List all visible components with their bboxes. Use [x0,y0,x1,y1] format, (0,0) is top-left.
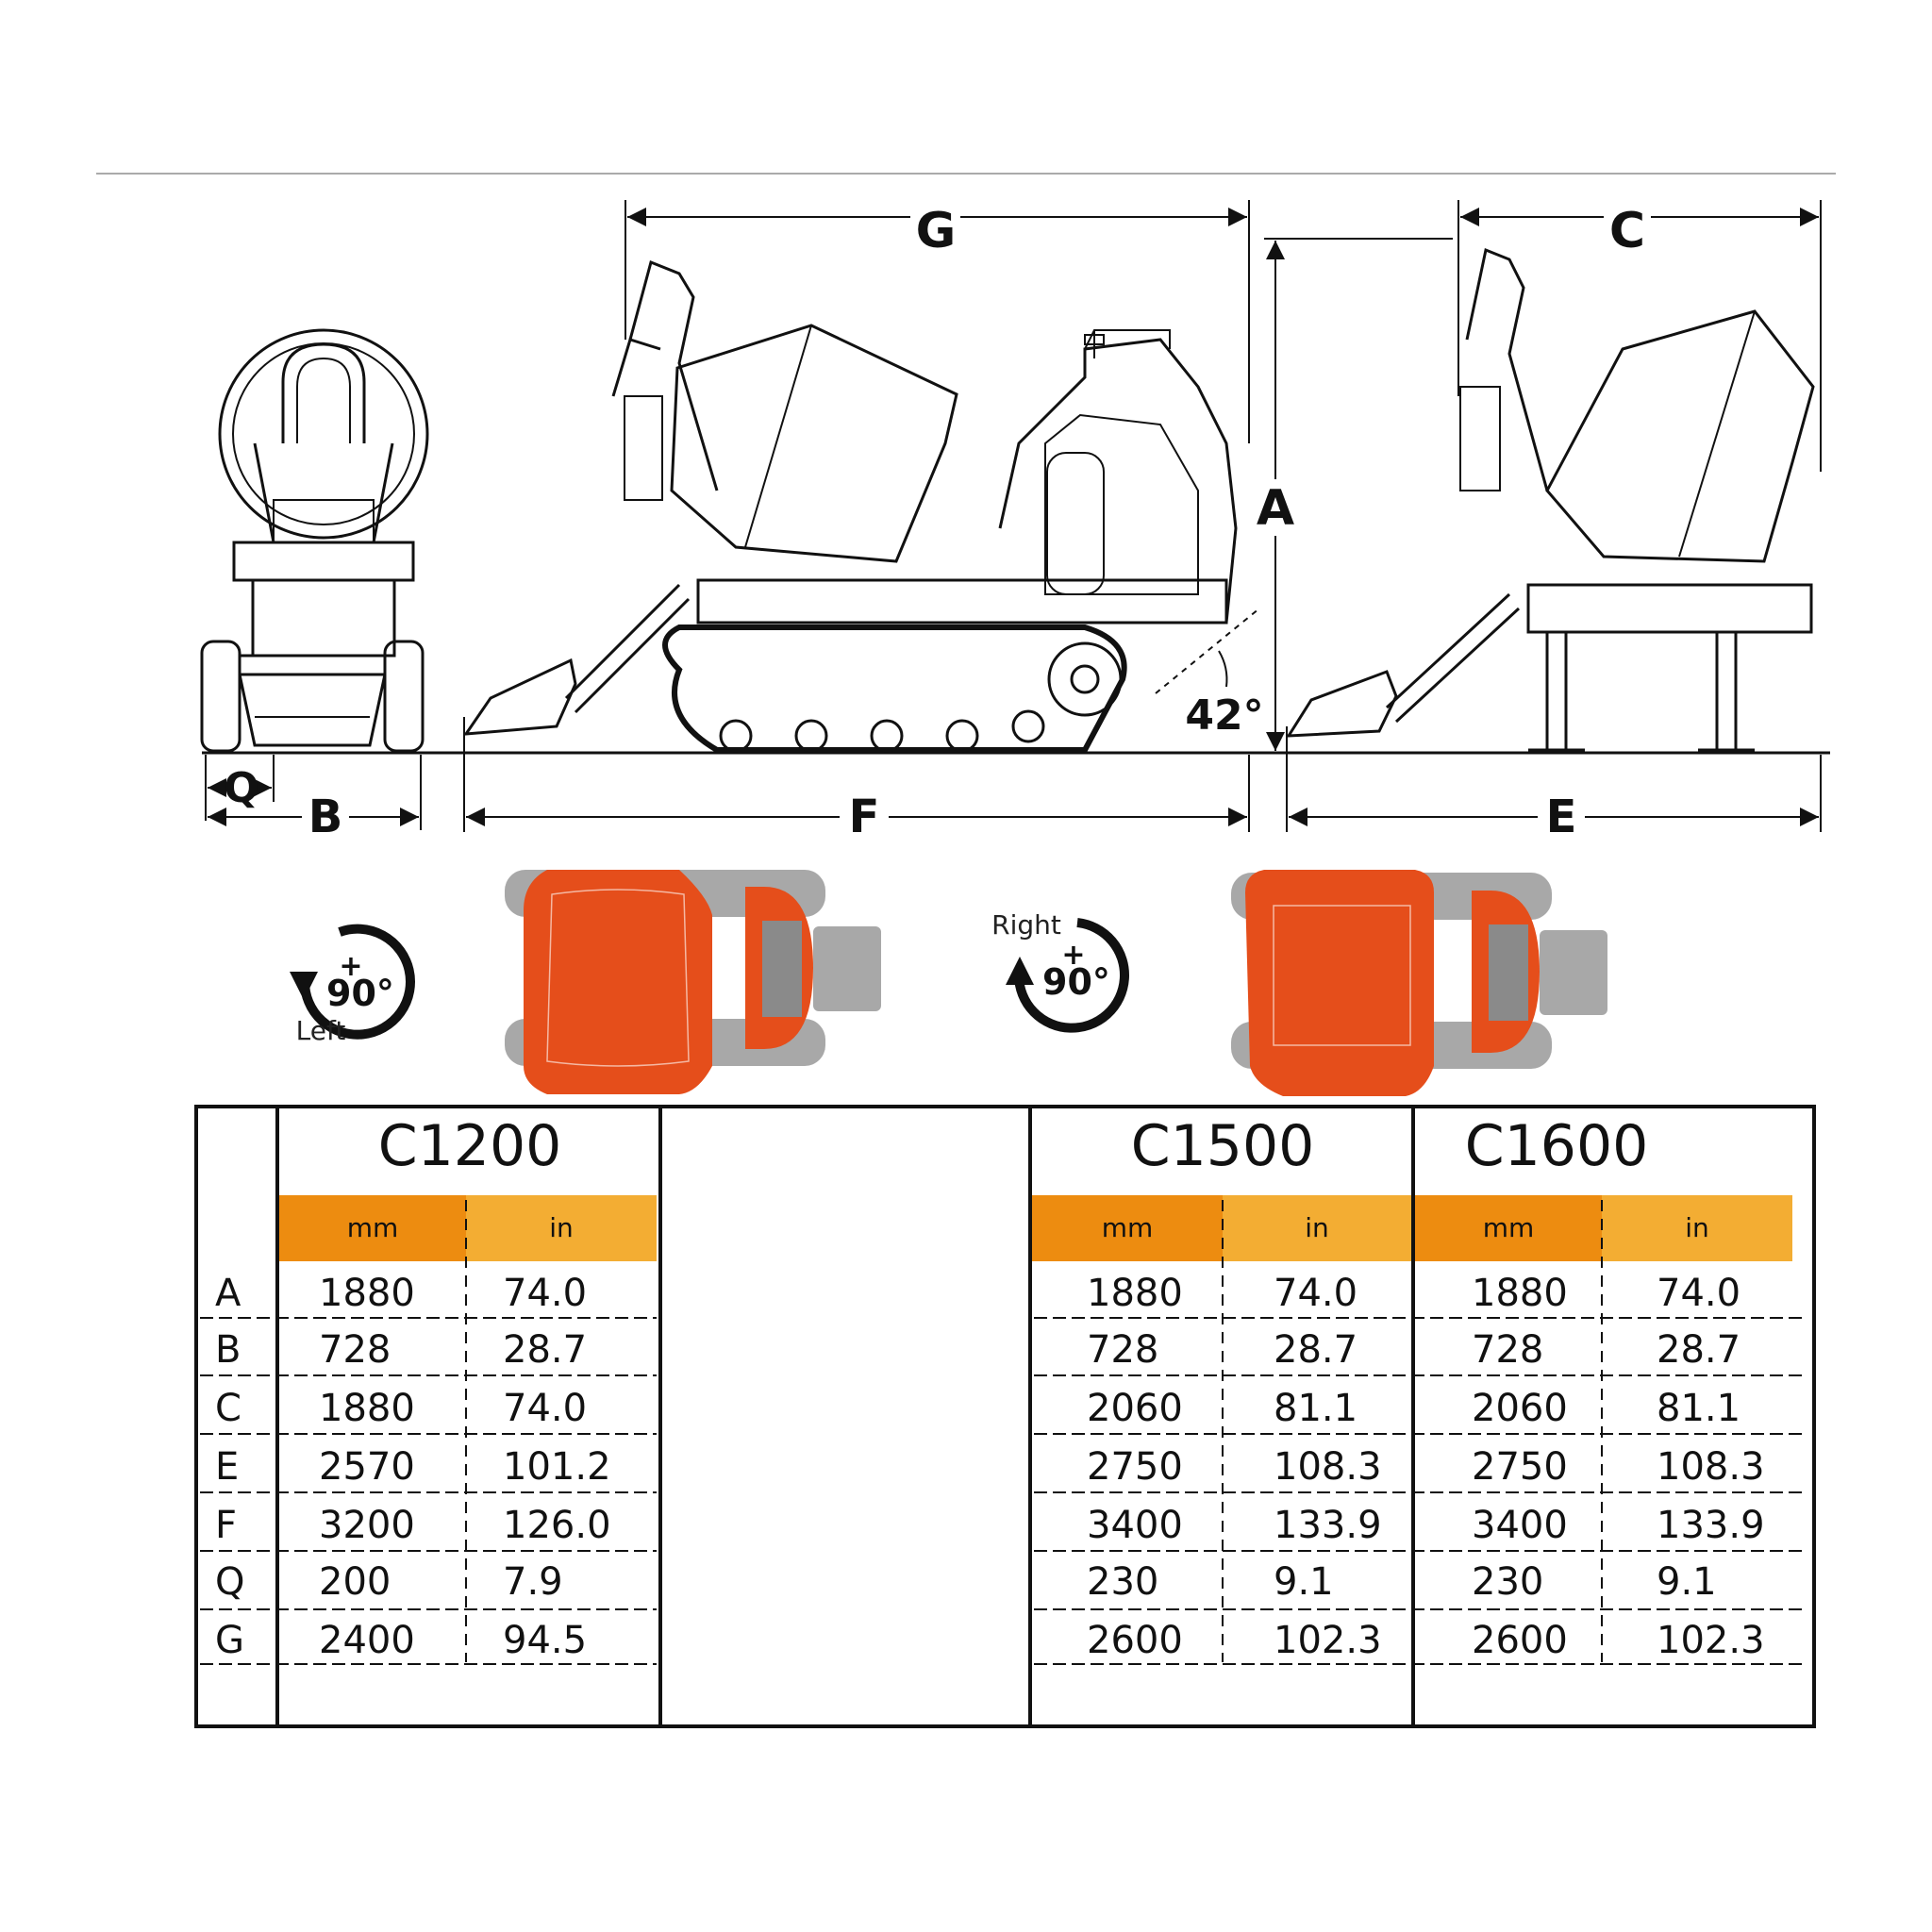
c1600-in-a: 74.0 [1657,1272,1741,1315]
rotate-left-sign: + [339,950,362,983]
model-c1600-title: C1600 [1464,1113,1649,1179]
rotate-left-icon [290,924,415,1040]
row-label-b: B [215,1328,242,1372]
c1600-mm-c: 2060 [1472,1387,1568,1430]
angle-arc [1218,650,1228,688]
c1200-mm-b: 728 [319,1328,391,1372]
c1500-unit-mm: mm [1101,1212,1154,1243]
c1500-mm-g: 2600 [1087,1619,1183,1662]
row-label-q: Q [215,1560,245,1604]
c1600-in-c: 81.1 [1657,1387,1741,1430]
front-view [200,328,429,753]
rear-view [1286,247,1815,752]
c1500-in-e: 108.3 [1274,1445,1382,1489]
c1600-in-e: 108.3 [1657,1445,1765,1489]
c1200-mm-g: 2400 [319,1619,415,1662]
dim-g [625,200,1250,443]
c1200-in-b: 28.7 [503,1328,588,1372]
dim-b [208,755,422,830]
dim-q [205,755,275,821]
row-dividers [200,1317,1802,1665]
c1500-mm-c: 2060 [1087,1387,1183,1430]
label-f: F [849,791,880,843]
c1200-mm-q: 200 [319,1560,391,1604]
c1200-unit-mm: mm [346,1212,399,1243]
c1500-in-c: 81.1 [1274,1387,1358,1430]
label-q: Q [224,764,258,812]
row-label-a: A [215,1272,242,1315]
c1500-in-g: 102.3 [1274,1619,1382,1662]
c1200-mm-f: 3200 [319,1504,415,1547]
c1500-in-b: 28.7 [1274,1328,1358,1372]
c1600-mm-q: 230 [1472,1560,1544,1604]
c1500-in-q: 9.1 [1274,1560,1334,1604]
c1600-mm-a: 1880 [1472,1272,1568,1315]
c1600-in-b: 28.7 [1657,1328,1741,1372]
c1600-in-q: 9.1 [1657,1560,1717,1604]
label-angle: 42° [1185,691,1263,740]
row-label-f: F [215,1504,238,1547]
c1200-in-c: 74.0 [503,1387,588,1430]
label-e: E [1546,791,1577,843]
dim-f [463,717,1250,832]
c1200-mm-c: 1880 [319,1387,415,1430]
c1600-in-f: 133.9 [1657,1504,1765,1547]
rotate-left-direction: Left [296,1015,346,1046]
dim-e [1286,726,1822,832]
label-g: G [916,203,957,259]
spec-table-frame [194,1105,1816,1728]
rotate-left-degrees: 90° [326,973,394,1014]
rotate-right-degrees: 90° [1042,961,1110,1003]
label-b: B [308,791,343,843]
c1600-unit-mm: mm [1482,1212,1535,1243]
c1600-unit-in: in [1685,1212,1709,1243]
dim-a [1264,238,1453,751]
c1500-mm-a: 1880 [1087,1272,1183,1315]
rotate-right-icon [1006,918,1129,1033]
c1600-in-g: 102.3 [1657,1619,1765,1662]
rotate-right-sign: + [1061,939,1085,972]
c1200-mm-e: 2570 [319,1445,415,1489]
c1500-mm-f: 3400 [1087,1504,1183,1547]
c1500-mm-q: 230 [1087,1560,1159,1604]
column-dividers [465,1200,1603,1662]
c1200-in-g: 94.5 [503,1619,588,1662]
c1500-in-f: 133.9 [1274,1504,1382,1547]
dim-c [1457,200,1822,472]
side-view [462,259,1238,753]
c1200-unit-in: in [549,1212,574,1243]
c1200-in-f: 126.0 [503,1504,611,1547]
c1600-mm-b: 728 [1472,1328,1544,1372]
c1200-in-e: 101.2 [503,1445,611,1489]
machine-top-view-left [505,870,881,1094]
row-label-e: E [215,1445,240,1489]
c1600-mm-f: 3400 [1472,1504,1568,1547]
c1500-unit-in: in [1305,1212,1329,1243]
c1600-mm-e: 2750 [1472,1445,1568,1489]
c1200-mm-a: 1880 [319,1272,415,1315]
c1500-mm-e: 2750 [1087,1445,1183,1489]
model-c1200-title: C1200 [377,1113,562,1179]
unit-header-bars [279,1195,1792,1261]
rotate-right-direction: Right [991,909,1061,941]
c1500-in-a: 74.0 [1274,1272,1358,1315]
c1500-mm-b: 728 [1087,1328,1159,1372]
row-label-c: C [215,1387,242,1430]
label-a: A [1257,480,1294,537]
row-label-g: G [215,1619,244,1662]
model-c1500-title: C1500 [1130,1113,1315,1179]
c1200-in-q: 7.9 [503,1560,563,1604]
machine-top-view-right [1231,870,1607,1096]
label-c: C [1609,203,1645,259]
c1200-in-a: 74.0 [503,1272,588,1315]
c1600-mm-g: 2600 [1472,1619,1568,1662]
